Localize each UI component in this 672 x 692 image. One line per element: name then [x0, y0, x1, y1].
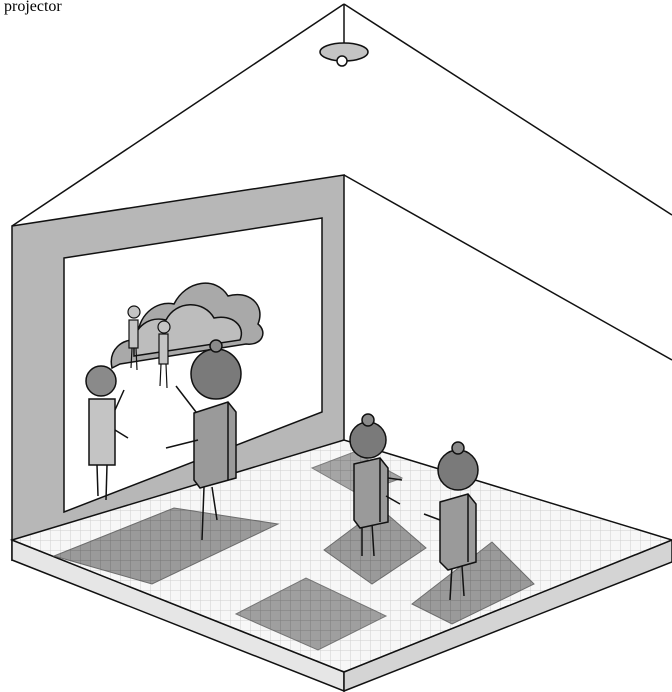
projector-icon	[320, 43, 368, 66]
